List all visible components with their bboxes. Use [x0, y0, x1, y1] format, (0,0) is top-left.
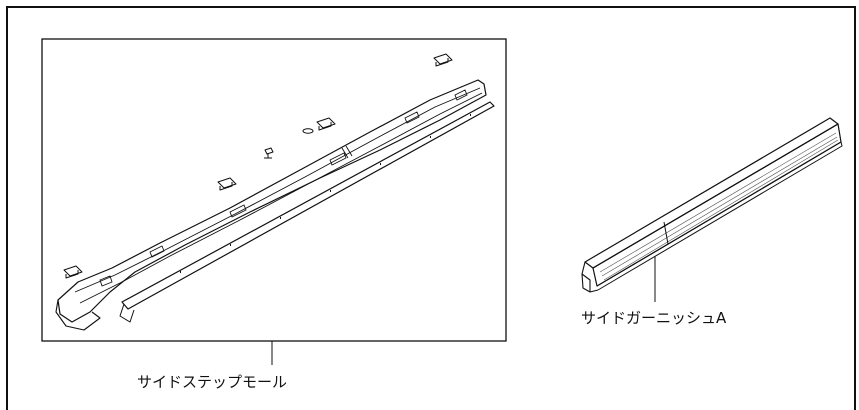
clip-small-oval	[302, 128, 314, 134]
outer-frame	[6, 6, 856, 410]
garnish-bottom-edge	[596, 141, 843, 291]
side-garnish-a-label: サイドガーニッシュA	[581, 309, 727, 327]
clip-middle-left	[217, 177, 237, 191]
molding-strip	[121, 101, 495, 310]
garnish-front-face	[592, 123, 842, 287]
clip-pin	[264, 147, 274, 159]
side-step-molding-label: サイドステップモール	[137, 373, 288, 391]
molding-edge-lower	[79, 92, 483, 304]
garnish-end-cap	[581, 261, 599, 293]
molding-body	[57, 79, 487, 323]
garnish-shading	[599, 132, 839, 281]
molding-edge-upper	[74, 87, 481, 293]
clip-upper-middle	[316, 117, 336, 131]
clip-lower-left	[63, 265, 83, 279]
molding-end-cap	[55, 299, 101, 331]
garnish-top-face	[584, 117, 839, 269]
side-garnish-a-drawing	[581, 117, 843, 293]
molding-strip-holes	[180, 114, 471, 273]
molding-strip-end	[119, 303, 135, 323]
step-molding-box	[41, 38, 507, 342]
clip-top-right	[433, 53, 453, 67]
garnish-joint	[663, 221, 669, 245]
side-step-molding-drawing	[55, 53, 495, 331]
molding-details	[99, 89, 468, 287]
